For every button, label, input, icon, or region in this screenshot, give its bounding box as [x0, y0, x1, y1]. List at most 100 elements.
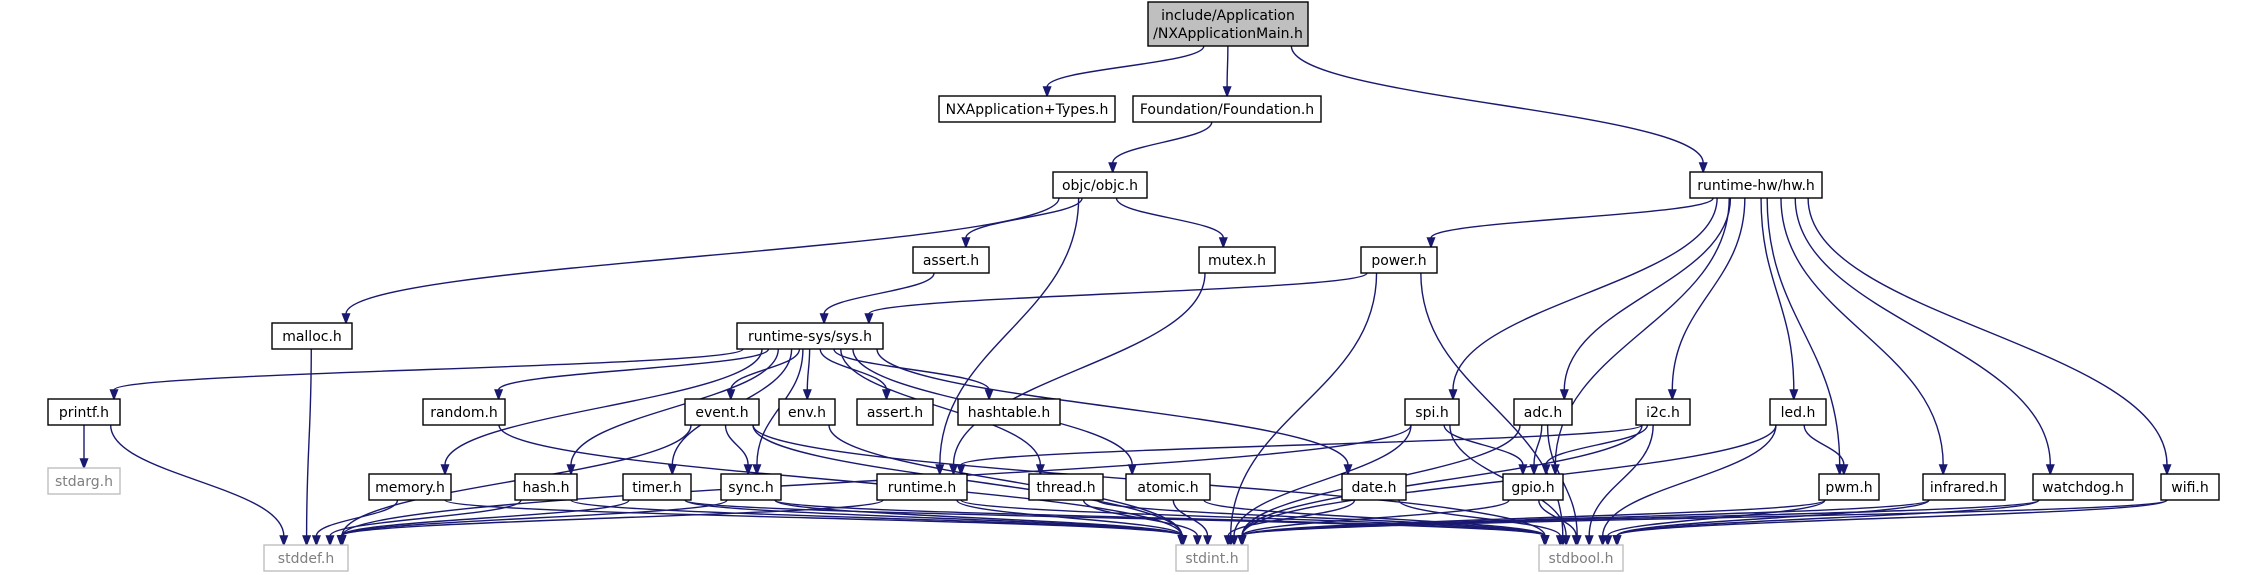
edge-assert1-to-sys — [819, 272, 935, 325]
edge-arrowhead — [1559, 389, 1569, 401]
edge-date-to-stdint — [1223, 499, 1356, 547]
edge-watchdog-to-stdbool — [1612, 499, 2040, 547]
edge-watchdog-to-stdint — [1237, 499, 2040, 547]
edge-line — [570, 499, 1183, 537]
node-date[interactable]: date.h — [1341, 473, 1407, 501]
edge-line — [345, 197, 1060, 315]
edge-line — [840, 348, 1042, 466]
edge-objc-to-malloc — [341, 197, 1060, 325]
edge-arrowhead — [494, 389, 504, 401]
edge-line — [960, 424, 1643, 466]
node-memory[interactable]: memory.h — [368, 473, 452, 501]
node-stdarg[interactable]: stdarg.h — [47, 467, 121, 495]
edge-i2c-to-gpio — [1541, 424, 1649, 476]
node-adc[interactable]: adc.h — [1513, 398, 1573, 426]
edge-line — [965, 197, 1083, 239]
node-stdbool[interactable]: stdbool.h — [1538, 544, 1624, 572]
edge-arrowhead — [1222, 86, 1232, 98]
node-stdint[interactable]: stdint.h — [1175, 544, 1249, 572]
edge-arrowhead — [1218, 237, 1228, 249]
node-objc[interactable]: objc/objc.h — [1052, 171, 1148, 199]
node-label: runtime-hw/hw.h — [1697, 178, 1815, 194]
edge-line — [730, 348, 801, 391]
node-wifi[interactable]: wifi.h — [2160, 473, 2220, 501]
node-runtime[interactable]: runtime.h — [876, 473, 968, 501]
edge-root-to-hw — [1290, 45, 1708, 174]
node-event[interactable]: event.h — [684, 398, 760, 426]
edge-hw-to-led — [1760, 197, 1799, 401]
edge-i2c-to-stdbool — [1584, 424, 1654, 547]
node-assert2[interactable]: assert.h — [856, 398, 934, 426]
node-box — [1147, 1, 1309, 47]
node-label: infrared.h — [1930, 480, 1998, 496]
node-thread[interactable]: thread.h — [1028, 473, 1104, 501]
node-led[interactable]: led.h — [1769, 398, 1827, 426]
edge-arrowhead — [1938, 464, 1948, 476]
node-label: random.h — [430, 405, 498, 421]
edge-line — [1227, 499, 1356, 537]
edge-line — [109, 424, 285, 537]
node-sys[interactable]: runtime-sys/sys.h — [736, 322, 884, 350]
node-gpio[interactable]: gpio.h — [1502, 473, 1564, 501]
node-stddef[interactable]: stddef.h — [263, 544, 349, 572]
edge-sys-to-hashtable — [833, 348, 994, 401]
node-label: spi.h — [1415, 405, 1448, 421]
node-printf[interactable]: printf.h — [47, 398, 121, 426]
edge-arrowhead — [279, 535, 289, 547]
edge-line — [1230, 272, 1378, 537]
node-label: assert.h — [923, 253, 979, 269]
node-random[interactable]: random.h — [422, 398, 506, 426]
node-label: timer.h — [632, 480, 681, 496]
node-root[interactable]: include/Application/NXApplicationMain.h — [1147, 1, 1309, 47]
node-nxtypes[interactable]: NXApplication+Types.h — [938, 95, 1116, 123]
node-infrared[interactable]: infrared.h — [1922, 473, 2006, 501]
node-sync[interactable]: sync.h — [720, 473, 782, 501]
node-foundation[interactable]: Foundation/Foundation.h — [1132, 95, 1322, 123]
edge-arrowhead — [1789, 389, 1799, 401]
edge-arrowhead — [1839, 464, 1849, 476]
edge-arrowhead — [1203, 535, 1213, 547]
node-label: env.h — [788, 405, 826, 421]
node-label: printf.h — [59, 405, 109, 421]
node-spi[interactable]: spi.h — [1404, 398, 1460, 426]
edge-arrowhead — [743, 464, 753, 476]
node-env[interactable]: env.h — [778, 398, 836, 426]
node-watchdog[interactable]: watchdog.h — [2032, 473, 2134, 501]
edge-line — [1616, 499, 2168, 537]
edge-arrowhead — [2162, 464, 2172, 476]
node-power[interactable]: power.h — [1360, 246, 1438, 274]
edge-printf-to-stdarg — [79, 425, 89, 470]
node-i2c[interactable]: i2c.h — [1635, 398, 1691, 426]
node-hw[interactable]: runtime-hw/hw.h — [1689, 171, 1823, 199]
node-malloc[interactable]: malloc.h — [271, 322, 353, 350]
node-label: atomic.h — [1137, 480, 1198, 496]
edge-line — [724, 424, 749, 466]
edge-line — [868, 272, 1368, 315]
node-pwm[interactable]: pwm.h — [1818, 473, 1880, 501]
node-box — [938, 95, 1116, 123]
node-assert1[interactable]: assert.h — [912, 246, 990, 274]
node-label: memory.h — [375, 480, 445, 496]
edge-atomic-to-stdint — [1172, 499, 1213, 547]
node-atomic[interactable]: atomic.h — [1125, 473, 1211, 501]
edge-arrowhead — [1237, 535, 1247, 547]
node-mutex[interactable]: mutex.h — [1198, 246, 1276, 274]
node-box — [1028, 473, 1104, 501]
edge-arrowhead — [1603, 535, 1613, 547]
node-label: date.h — [1352, 480, 1397, 496]
node-hashtable[interactable]: hashtable.h — [957, 398, 1061, 426]
node-label: power.h — [1371, 253, 1426, 269]
node-timer[interactable]: timer.h — [622, 473, 692, 501]
node-label: assert.h — [867, 405, 923, 421]
edge-foundation-to-objc — [1108, 121, 1213, 174]
edge-spi-to-stddef — [337, 424, 1412, 547]
edge-objc-to-mutex — [1115, 197, 1228, 249]
edge-hw-to-spi — [1448, 197, 1718, 401]
edge-arrowhead — [1343, 464, 1353, 476]
edge-arrowhead — [1178, 535, 1188, 547]
edge-objc-to-assert1 — [961, 197, 1083, 249]
node-hash[interactable]: hash.h — [514, 473, 578, 501]
edge-timer-to-stdint — [684, 499, 1187, 547]
edge-arrowhead — [802, 389, 812, 401]
edge-date-to-stdbool — [1398, 499, 1565, 547]
